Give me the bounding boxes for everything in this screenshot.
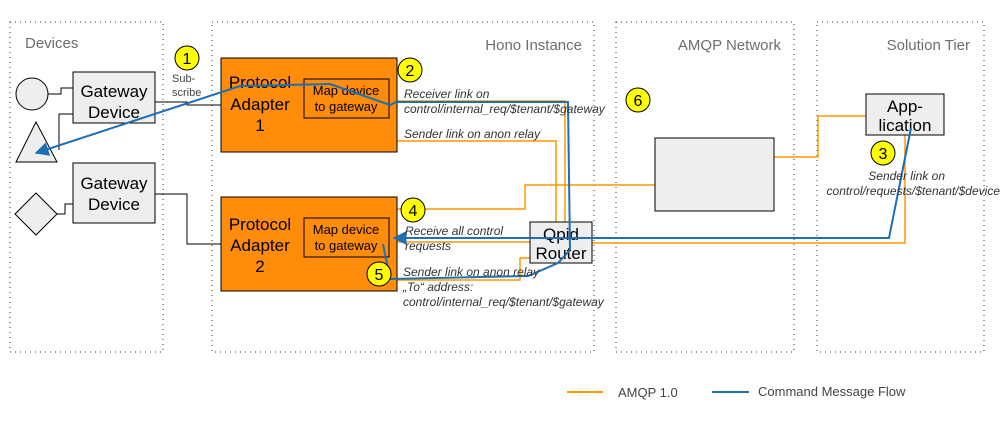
map-2-label-1: Map device xyxy=(313,222,379,237)
zone-amqp-title: AMQP Network xyxy=(678,37,782,54)
step-5-label: 5 xyxy=(375,267,384,284)
step-6-label: 6 xyxy=(634,93,643,110)
amqp-network-box[interactable] xyxy=(654,137,775,212)
gateway-device-2-label-1: Gateway xyxy=(80,174,148,193)
step-badge-4: 4 xyxy=(400,197,426,223)
note-subscribe-1: Sub- xyxy=(172,73,196,85)
note-receive-all-1: Receive all control xyxy=(405,224,503,238)
note-sender-anon-1: Sender link on anon relay xyxy=(404,127,541,141)
note-sender-anon-2-3: control/internal_req/$tenant/$gateway xyxy=(403,295,605,309)
adapter-2-label-1: Protocol xyxy=(229,215,291,234)
application[interactable]: App- lication xyxy=(865,93,945,136)
device-connectors xyxy=(48,87,221,245)
device-circle-icon[interactable] xyxy=(15,77,49,111)
zone-devices-title: Devices xyxy=(25,35,78,52)
step-badge-6: 6 xyxy=(625,87,651,113)
map-1-label-2: to gateway xyxy=(315,99,378,114)
zone-solution xyxy=(816,21,985,353)
amqp-links xyxy=(397,100,906,281)
step-badge-2: 2 xyxy=(397,57,423,83)
note-receive-all-2: requests xyxy=(405,239,451,253)
legend: AMQP 1.0 Command Message Flow xyxy=(567,384,906,400)
note-subscribe-2: scribe xyxy=(172,87,201,99)
adapter-1-label-1: Protocol xyxy=(229,73,291,92)
note-sender-anon-2-2: „To“ address: xyxy=(402,280,473,294)
application-label-1: App- xyxy=(887,97,923,116)
step-1-label: 1 xyxy=(183,51,192,68)
gateway-device-2[interactable]: Gateway Device xyxy=(72,162,156,224)
gateway-device-1-label-1: Gateway xyxy=(80,82,148,101)
protocol-adapter-1[interactable]: Protocol Adapter 1 Map device to gateway xyxy=(220,57,398,153)
application-label-2: lication xyxy=(879,116,932,135)
step-4-label: 4 xyxy=(409,203,418,220)
qpid-router[interactable]: Qpid Router xyxy=(529,221,593,264)
command-flow-app-to-adapter2 xyxy=(392,127,912,245)
adapter-1-label-3: 1 xyxy=(255,116,264,135)
adapter-2-label-3: 2 xyxy=(255,257,264,276)
zone-hono-title: Hono Instance xyxy=(485,37,582,54)
zone-devices xyxy=(9,21,164,353)
step-3-label: 3 xyxy=(879,146,888,163)
note-app-sender-2: control/requests/$tenant/$device xyxy=(827,184,1001,198)
legend-command-label: Command Message Flow xyxy=(758,384,906,399)
note-app-sender-1: Sender link on xyxy=(868,169,945,183)
device-diamond-icon[interactable] xyxy=(14,192,58,236)
map-2-label-2: to gateway xyxy=(315,238,378,253)
device-triangle-icon[interactable] xyxy=(15,120,58,163)
gateway-device-2-label-2: Device xyxy=(88,195,140,214)
legend-amqp-label: AMQP 1.0 xyxy=(618,385,678,400)
step-badge-5: 5 xyxy=(366,261,392,287)
step-badge-3: 3 xyxy=(870,140,896,166)
router-label-2: Router xyxy=(535,244,586,263)
zone-hono xyxy=(211,21,595,353)
gateway-device-1-label-2: Device xyxy=(88,103,140,122)
zone-amqp xyxy=(615,21,795,353)
map-device-box-2 xyxy=(303,217,390,258)
map-device-box-1 xyxy=(303,78,390,119)
protocol-adapter-2[interactable]: Protocol Adapter 2 Map device to gateway xyxy=(220,196,398,292)
note-receiver-link-1: Receiver link on xyxy=(404,87,490,101)
note-receiver-link-2: control/internal_req/$tenant/$gateway xyxy=(404,102,606,116)
adapter-2-label-2: Adapter xyxy=(230,236,290,255)
step-2-label: 2 xyxy=(406,63,415,80)
adapter-1-label-2: Adapter xyxy=(230,95,290,114)
router-label-1: Qpid xyxy=(543,225,579,244)
note-sender-anon-2-1: Sender link on anon relay xyxy=(403,265,540,279)
gateway-device-1[interactable]: Gateway Device xyxy=(72,71,156,124)
step-badge-1: 1 xyxy=(174,45,200,71)
command-flow-router-to-adapter1 xyxy=(34,82,571,251)
zone-solution-title: Solution Tier xyxy=(887,37,970,54)
